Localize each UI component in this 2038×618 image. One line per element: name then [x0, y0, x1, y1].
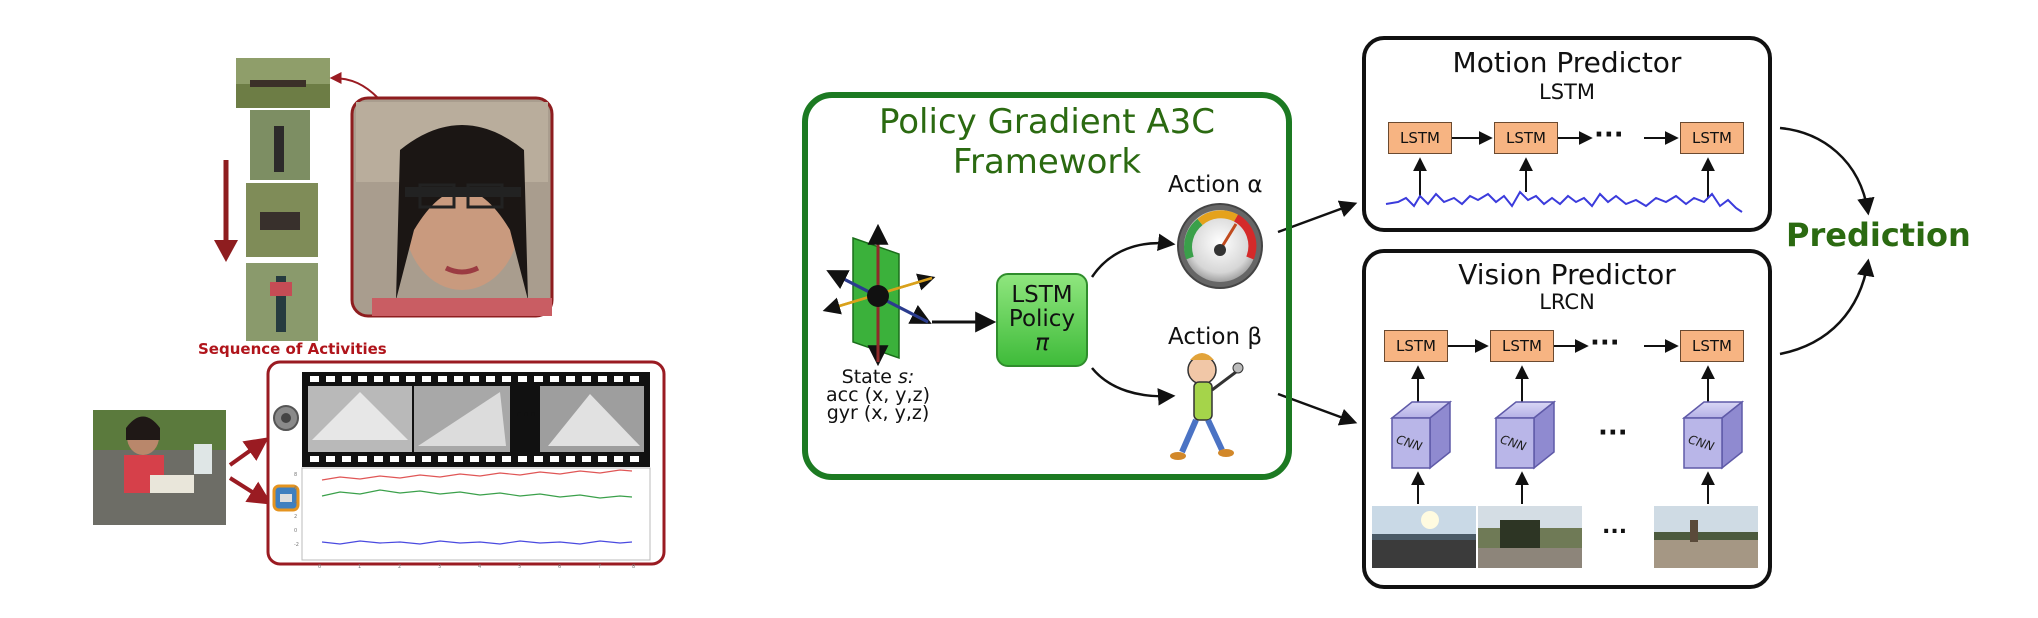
- svg-text:7: 7: [598, 564, 601, 570]
- motion-to-prediction-arrow: [1779, 126, 1875, 216]
- motion-signal: [1385, 190, 1743, 213]
- signal-red: [321, 469, 633, 481]
- sequence-of-activities-label: Sequence of Activities: [198, 340, 387, 358]
- svg-text:1: 1: [358, 564, 361, 570]
- lstm-policy-line-2: Policy: [1008, 306, 1076, 332]
- state-icon: [822, 223, 936, 367]
- svg-text:2: 2: [398, 564, 401, 570]
- motion-ellipsis: ···: [1594, 120, 1624, 150]
- svg-text:5: 5: [518, 564, 521, 570]
- cartoon-man-icon: [1170, 353, 1244, 460]
- down-arrow-icon: [214, 240, 238, 262]
- motion-predictor-box: [1362, 36, 1772, 232]
- state-acc: acc (x, y,z): [826, 384, 930, 406]
- cnn-ellipsis: ···: [1598, 418, 1628, 448]
- sensor-signal-plot: [301, 467, 651, 561]
- vision-lstm-cell: LSTM: [1384, 330, 1448, 362]
- vision-predictor-title: Vision Predictor: [1458, 258, 1676, 291]
- motion-predictor-subtitle: LSTM: [1539, 80, 1595, 104]
- vision-lstm-cell: LSTM: [1490, 330, 1554, 362]
- policy-framework-title: Policy Gradient A3C Framework: [878, 102, 1216, 182]
- signal-blue: [321, 540, 633, 545]
- svg-text:0: 0: [318, 564, 321, 570]
- action-alpha-label: Action α: [1168, 172, 1263, 198]
- lstm-policy-line-1: LSTM: [1011, 282, 1073, 308]
- vision-predictor-box: [1362, 249, 1772, 589]
- vision-to-prediction-arrow: [1779, 258, 1875, 356]
- vision-lstm-cell: LSTM: [1680, 330, 1744, 362]
- speedometer-icon: [1177, 203, 1263, 289]
- camera-frame: [1372, 506, 1476, 568]
- vision-chain: [1411, 339, 1715, 504]
- state-label-text: State: [841, 366, 892, 388]
- svg-text:6: 6: [558, 564, 561, 570]
- svg-text:-2: -2: [294, 542, 299, 548]
- svg-text:4: 4: [294, 500, 297, 506]
- svg-text:8: 8: [294, 472, 297, 478]
- motion-lstm-cell: LSTM: [1680, 122, 1744, 154]
- policy-framework-box: [802, 92, 1292, 480]
- reading-scene: 8 6 4 2 0 -2 0 1 2 3 4 5 6 7 8: [93, 360, 666, 570]
- policy-to-alpha-arrow: [1090, 233, 1176, 278]
- motion-lstm-cell: LSTM: [1494, 122, 1558, 154]
- camera-frame: [1478, 506, 1582, 568]
- activity-sequence: [214, 58, 554, 341]
- action-beta-label: Action β: [1168, 324, 1263, 350]
- svg-text:4: 4: [478, 564, 481, 570]
- svg-text:3: 3: [438, 564, 441, 570]
- motion-chain: [1385, 131, 1743, 213]
- to-video-arrow: [228, 437, 269, 467]
- camera-frame: [1654, 506, 1758, 568]
- sequence-arrow: [329, 72, 379, 99]
- cnn-cube: [1493, 400, 1557, 470]
- prediction-label: Prediction: [1786, 216, 1971, 254]
- image-ellipsis: ...: [1602, 514, 1628, 539]
- to-signal-arrow: [228, 476, 273, 505]
- lstm-policy-line-3: π: [1035, 330, 1049, 356]
- vision-predictor-subtitle: LRCN: [1539, 290, 1595, 314]
- state-symbol: s:: [898, 366, 915, 388]
- motion-predictor-title: Motion Predictor: [1452, 46, 1682, 79]
- video-ellipsis: ...: [516, 400, 537, 421]
- signal-green: [321, 489, 633, 499]
- state-gyr: gyr (x, y,z): [826, 402, 930, 424]
- vision-lstm-ellipsis: ···: [1590, 328, 1620, 358]
- policy-to-beta-arrow: [1091, 367, 1176, 406]
- cnn-cube: [1681, 400, 1745, 470]
- motion-lstm-cell: LSTM: [1388, 122, 1452, 154]
- cnn-cube: [1389, 400, 1453, 470]
- state-label: State s: acc (x, y,z) gyr (x, y,z): [808, 366, 948, 424]
- svg-text:2: 2: [294, 514, 297, 520]
- svg-text:0: 0: [294, 528, 297, 534]
- lstm-policy-node: LSTM Policy π: [996, 273, 1088, 367]
- svg-text:8: 8: [632, 564, 635, 570]
- svg-text:6: 6: [294, 486, 297, 492]
